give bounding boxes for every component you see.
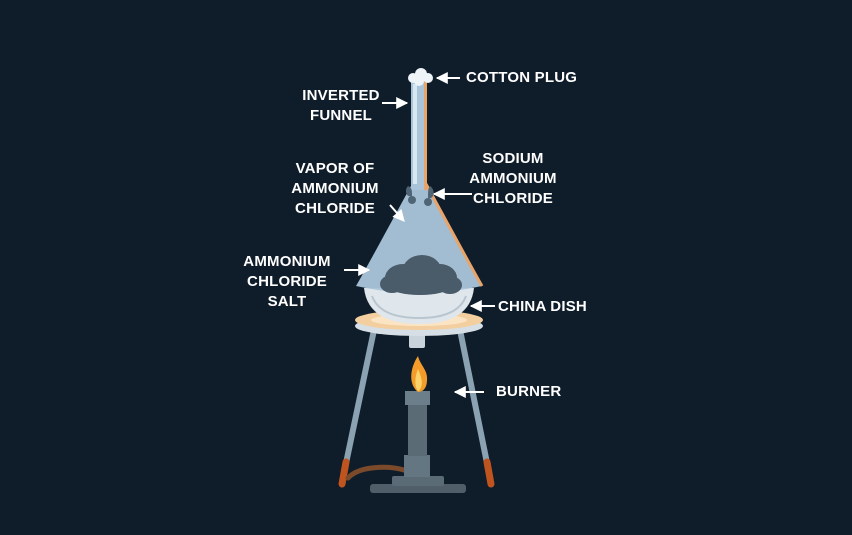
arrow-vapor — [389, 204, 405, 222]
label-burner: BURNER — [496, 383, 562, 400]
label-ammonium-chloride-salt: AMMONIUM CHLORIDE SALT — [243, 253, 331, 310]
gas-tube — [345, 464, 407, 481]
burner — [370, 391, 466, 493]
ammonium-chloride-salt — [380, 255, 462, 295]
label-inverted-funnel: INVERTED FUNNEL — [302, 87, 380, 124]
label-cotton-plug: COTTON PLUG — [466, 69, 578, 86]
cotton-plug — [408, 68, 433, 86]
tripod-stand — [338, 327, 495, 488]
flame — [411, 356, 428, 392]
label-vapor: VAPOR OF AMMONIUM CHLORIDE — [291, 160, 379, 217]
label-sodium-ammonium-chloride: SODIUM AMMONIUM CHLORIDE — [469, 150, 557, 207]
label-china-dish: CHINA DISH — [498, 298, 587, 315]
sodium-ammonium-chloride-deposit — [405, 186, 434, 206]
inverted-funnel — [356, 184, 482, 293]
label-arrows — [344, 72, 495, 398]
